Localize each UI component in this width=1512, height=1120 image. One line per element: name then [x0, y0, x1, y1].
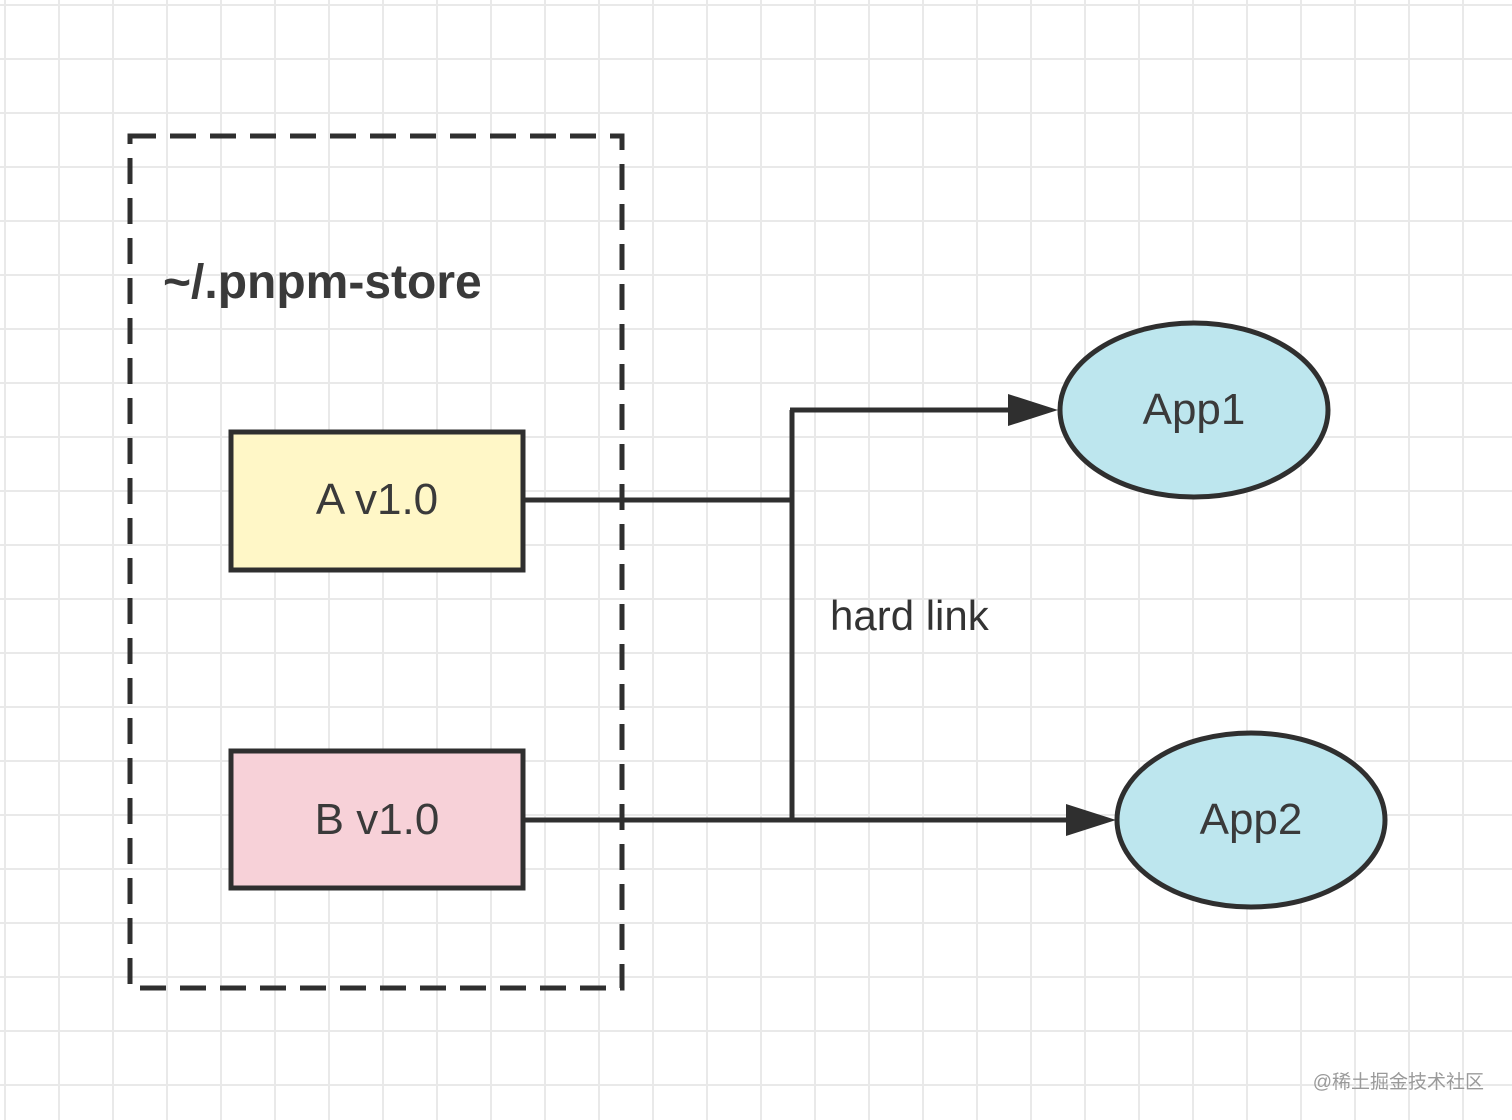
package-b-node[interactable] — [228, 748, 526, 891]
app1-node[interactable] — [1057, 320, 1331, 500]
app1-label: App1 — [1143, 385, 1246, 434]
store-container[interactable] — [127, 133, 625, 991]
app2-label: App2 — [1200, 795, 1303, 844]
package-a-label: A v1.0 — [316, 475, 438, 524]
arrowhead-app1 — [1008, 394, 1058, 426]
app2-node[interactable] — [1114, 730, 1388, 910]
package-b-label: B v1.0 — [315, 795, 440, 844]
hard-link-label: hard link — [830, 592, 990, 639]
watermark-text: @稀土掘金技术社区 — [1313, 1071, 1484, 1093]
store-label: ~/.pnpm-store — [163, 256, 482, 309]
arrowhead-app2 — [1066, 804, 1116, 836]
